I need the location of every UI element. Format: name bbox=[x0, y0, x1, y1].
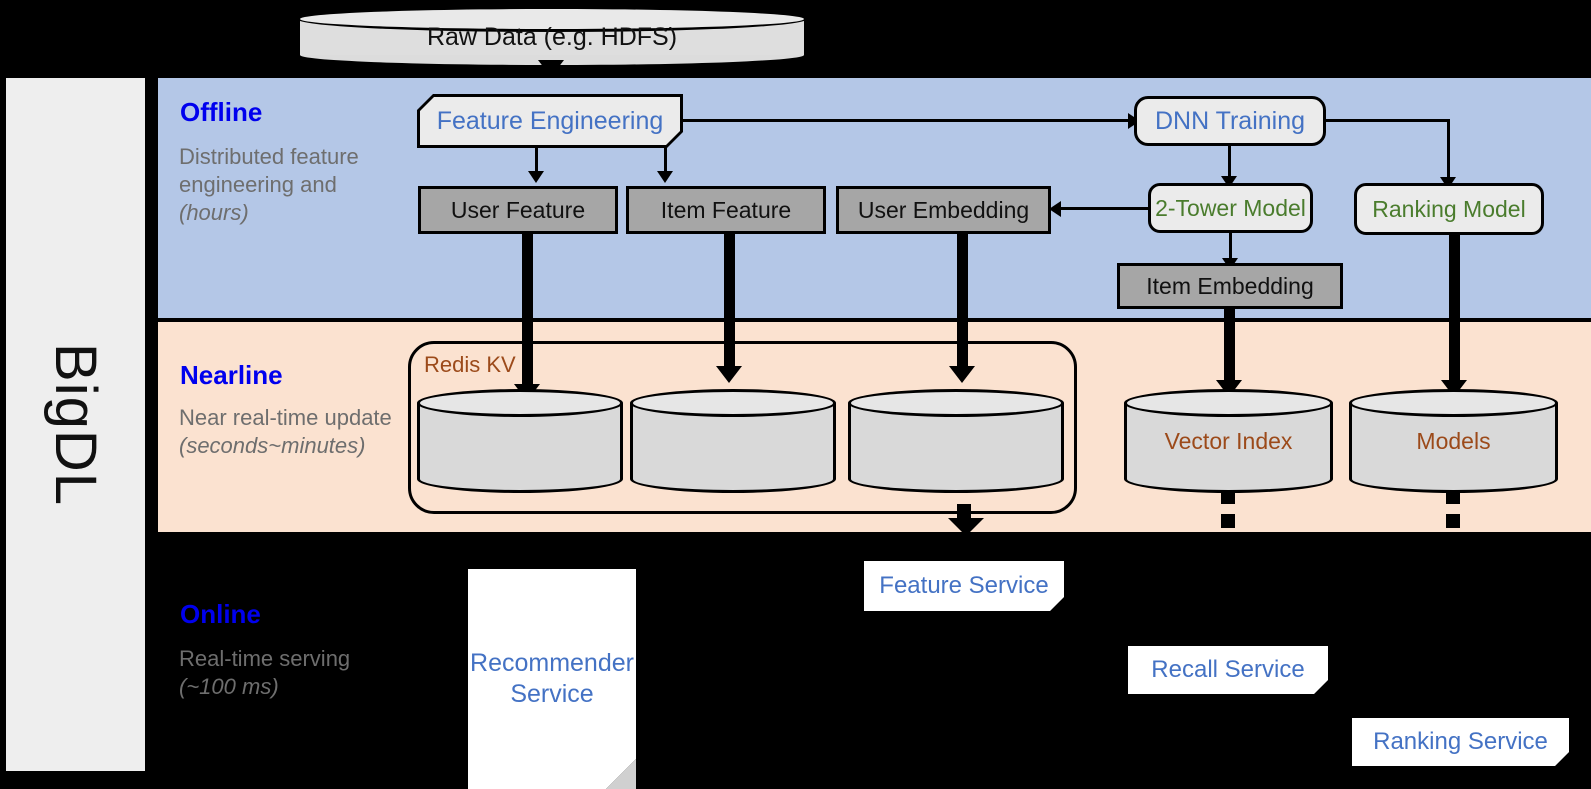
arrowhead-twotower-userembedding bbox=[1049, 201, 1061, 217]
dnn-training-box[interactable]: DNN Training bbox=[1134, 96, 1326, 146]
nearline-description-text: Near real-time update bbox=[179, 405, 392, 430]
bigdl-label: BigDL bbox=[43, 343, 109, 506]
recall-service-label: Recall Service bbox=[1151, 656, 1305, 683]
ranking-model-label: Ranking Model bbox=[1372, 195, 1526, 222]
connector-twotower-itemembedding bbox=[1229, 233, 1232, 263]
pipe-userfeature-store bbox=[522, 234, 533, 392]
feature-service-label: Feature Service bbox=[879, 572, 1049, 599]
connector-dnn-ranking-v bbox=[1447, 119, 1450, 181]
cylinder-top bbox=[848, 389, 1064, 417]
feature-engineering-label: Feature Engineering bbox=[436, 106, 664, 135]
connector-fe-itemfeature bbox=[664, 145, 667, 175]
pipe-userembedding-store bbox=[957, 234, 968, 374]
nearline-description-italic: (seconds~minutes) bbox=[179, 433, 366, 459]
models-label: Models bbox=[1416, 427, 1491, 454]
connector-fe-userfeature bbox=[535, 145, 538, 175]
nearline-title: Nearline bbox=[180, 360, 283, 390]
pipe-itemembedding-vectorindex bbox=[1224, 309, 1235, 388]
models-store: Models bbox=[1349, 389, 1558, 493]
cylinder-top bbox=[630, 389, 836, 417]
user-embedding-label: User Embedding bbox=[857, 196, 1030, 223]
online-description-italic: (~100 ms) bbox=[179, 674, 279, 700]
redis-kv-container bbox=[408, 341, 1077, 514]
connector-node-vectorindex-1 bbox=[1221, 490, 1235, 504]
user-feature-box[interactable]: User Feature bbox=[418, 186, 618, 234]
offline-description-italic: (hours) bbox=[179, 200, 249, 226]
arrowhead-itemfeature-store bbox=[716, 366, 742, 383]
user-feature-label: User Feature bbox=[450, 196, 586, 223]
store-label bbox=[417, 389, 623, 493]
vector-index-store: Vector Index bbox=[1124, 389, 1333, 493]
ranking-service-label: Ranking Service bbox=[1373, 728, 1548, 755]
offline-description-text: Distributed feature engineering and bbox=[179, 144, 359, 198]
ranking-model-box[interactable]: Ranking Model bbox=[1354, 183, 1544, 235]
connector-fe-dnn bbox=[683, 119, 1131, 122]
connector-node-vectorindex-2 bbox=[1221, 514, 1235, 528]
feature-engineering-box[interactable]: Feature Engineering bbox=[420, 97, 680, 145]
recommender-service-label: Recommender Service bbox=[470, 648, 634, 708]
arrowhead-rawdata-fe bbox=[538, 60, 564, 77]
item-feature-label: Item Feature bbox=[660, 196, 792, 223]
dnn-training-label: DNN Training bbox=[1154, 106, 1306, 135]
two-tower-model-label: 2-Tower Model bbox=[1155, 194, 1306, 221]
store-cylinder-item-feature bbox=[630, 389, 836, 493]
cylinder-top bbox=[297, 6, 807, 32]
nearline-description: Near real-time update (seconds~minutes) bbox=[179, 404, 414, 460]
user-embedding-box[interactable]: User Embedding bbox=[836, 186, 1051, 234]
raw-data-label: Raw Data (e.g. HDFS) bbox=[426, 22, 678, 51]
online-title: Online bbox=[180, 599, 261, 629]
store-label bbox=[848, 389, 1064, 493]
offline-title: Offline bbox=[180, 97, 263, 127]
vector-index-label: Vector Index bbox=[1164, 427, 1293, 454]
bigdl-rail: BigDL bbox=[6, 78, 145, 771]
recall-service-box[interactable]: Recall Service bbox=[1128, 646, 1328, 694]
store-cylinder-user-feature bbox=[417, 389, 623, 493]
feature-service-box[interactable]: Feature Service bbox=[864, 561, 1064, 611]
online-description-text: Real-time serving bbox=[179, 646, 351, 671]
cylinder-top bbox=[1349, 389, 1558, 417]
cylinder-body bbox=[417, 403, 623, 479]
two-tower-model-box[interactable]: 2-Tower Model bbox=[1148, 183, 1313, 233]
online-description: Real-time serving (~100 ms) bbox=[179, 645, 394, 701]
connector-twotower-userembedding bbox=[1060, 207, 1150, 210]
connector-node-redis-featureservice bbox=[957, 504, 971, 518]
arrowhead-fe-itemfeature bbox=[657, 171, 673, 183]
connector-node-models-1 bbox=[1446, 490, 1460, 504]
offline-description: Distributed feature engineering and (hou… bbox=[179, 143, 409, 227]
item-feature-box[interactable]: Item Feature bbox=[626, 186, 826, 234]
ranking-service-box[interactable]: Ranking Service bbox=[1352, 718, 1569, 766]
connector-node-models-2 bbox=[1446, 514, 1460, 528]
connector-dnn-twotower bbox=[1228, 146, 1231, 180]
recommender-service-box[interactable]: Recommender Service bbox=[468, 569, 636, 789]
pipe-rankingmodel-models bbox=[1449, 235, 1460, 388]
arrowhead-fe-userfeature bbox=[528, 171, 544, 183]
connector-dnn-ranking-h bbox=[1326, 119, 1450, 122]
store-label bbox=[630, 389, 836, 493]
arrowhead-userembedding-store bbox=[949, 366, 975, 383]
item-embedding-label: Item Embedding bbox=[1146, 272, 1314, 299]
cylinder-top bbox=[1124, 389, 1333, 417]
redis-kv-label: Redis KV bbox=[424, 352, 516, 377]
cylinder-top bbox=[417, 389, 623, 417]
raw-data-store: Raw Data (e.g. HDFS) bbox=[297, 6, 807, 68]
arrowhead-redis-featureservice bbox=[948, 518, 984, 536]
store-cylinder-user-embedding bbox=[848, 389, 1064, 493]
item-embedding-box[interactable]: Item Embedding bbox=[1117, 263, 1343, 309]
pipe-itemfeature-store bbox=[724, 234, 735, 374]
